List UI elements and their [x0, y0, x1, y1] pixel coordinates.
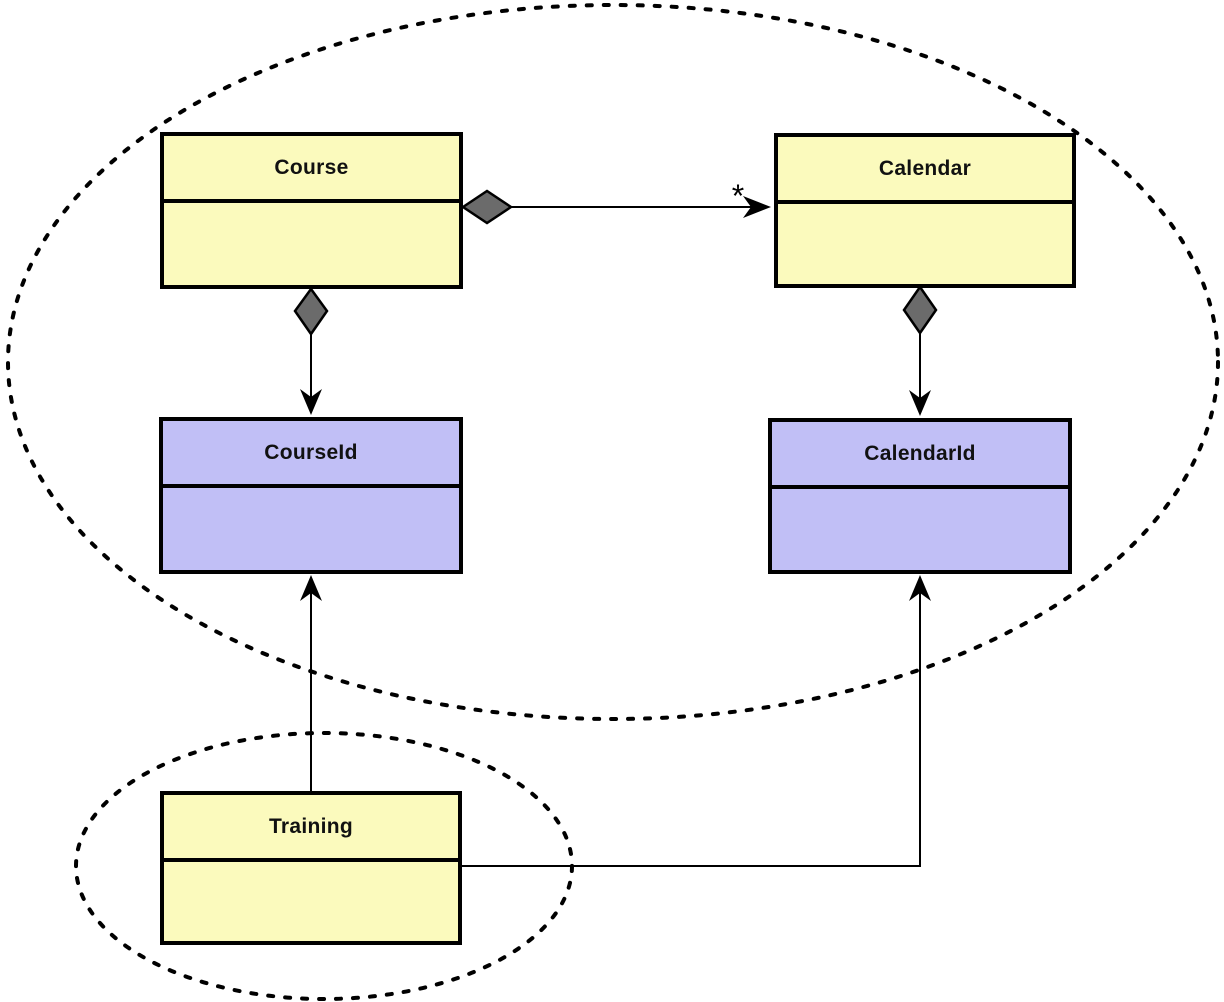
- class-title-course: Course: [164, 136, 459, 203]
- course-courseid-arrowhead: [300, 389, 322, 415]
- calendar-calendarid-diamond: [902, 284, 938, 336]
- class-node-calendar: Calendar: [774, 133, 1076, 288]
- class-title-courseid: CourseId: [163, 421, 459, 488]
- outer-boundary-ellipse: [6, 3, 1220, 721]
- calendar-calendarid-arrowhead: [909, 390, 931, 416]
- course-calendar-diamond: [460, 189, 514, 225]
- course-calendar-arrowhead: [743, 196, 771, 218]
- multiplicity-star-label: *: [731, 178, 745, 214]
- training-calendarid-arrowhead: [909, 575, 931, 601]
- training-courseid-arrowhead: [300, 575, 322, 601]
- class-node-training: Training: [160, 791, 462, 945]
- training-calendarid-line: [461, 592, 921, 867]
- class-title-calendarid: CalendarId: [772, 422, 1068, 489]
- class-node-calendarid: CalendarId: [768, 418, 1072, 574]
- class-title-training: Training: [164, 795, 458, 862]
- class-node-course: Course: [160, 132, 463, 289]
- course-courseid-diamond: [293, 286, 329, 337]
- class-node-courseid: CourseId: [159, 417, 463, 574]
- class-title-calendar: Calendar: [778, 137, 1072, 204]
